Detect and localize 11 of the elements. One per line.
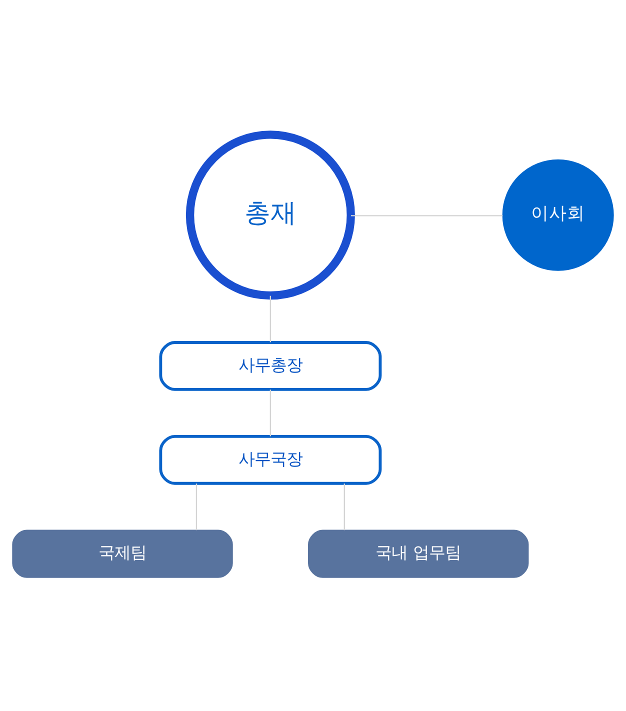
node-circle: 총재 [186,130,355,300]
node-circle: 이사회 [502,158,614,270]
node-box: 사무국장 [159,434,382,484]
connector [196,483,198,530]
connector [350,214,503,216]
connector [344,483,345,530]
node-box: 국내 업무팀 [308,529,529,578]
connector [270,295,272,342]
node-box: 국제팀 [12,529,233,578]
node-box: 사무총장 [159,340,382,390]
connector [270,389,272,436]
